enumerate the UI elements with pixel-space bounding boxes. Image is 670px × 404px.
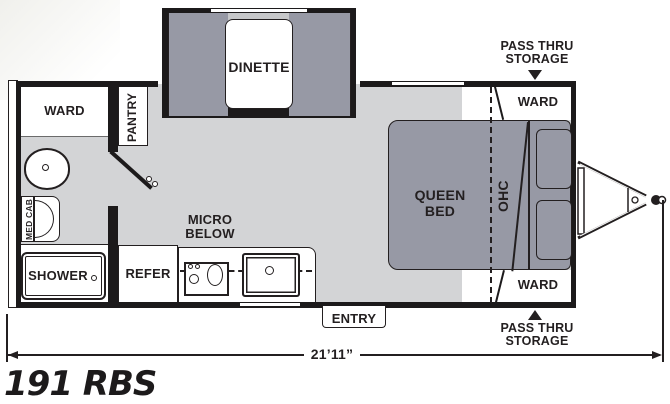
ohc-label: OHC [495,180,511,212]
pass-thru-top-callout: PASS THRU STORAGE [487,40,587,66]
bath-wall-lower [108,206,118,306]
wall-top-left [16,81,158,87]
micro-label-line1: MICRO [187,212,233,227]
front-ward-bottom-label: WARD [517,277,559,292]
pantry [118,87,148,146]
rear-ward-label: WARD [44,103,85,118]
pass-thru-top-line1: PASS THRU [500,39,574,53]
queen-label-line1: QUEEN [414,187,466,203]
shower-label: SHOWER [28,268,88,283]
dim-tick-right [662,200,664,362]
wall-front [571,81,576,308]
wall-left [16,81,21,308]
rear-wardrobe [21,87,108,137]
queen-bed-label: QUEEN BED [405,187,475,219]
front-ward-top [462,87,571,120]
dinette-bench-right [289,13,351,116]
refer-label: REFER [125,266,171,281]
med-cab-label: MED CAB [24,198,34,240]
dinette-bench-left [168,13,228,116]
ohc-line [490,87,492,303]
dim-tick-left [6,314,8,362]
refrigerator [118,245,178,302]
micro-label-line2: BELOW [185,226,235,241]
pantry-label: PANTRY [125,92,139,142]
burner-icon [189,274,199,284]
window-top [392,82,464,85]
entry-step[interactable] [322,306,386,328]
medicine-cabinet [21,196,34,242]
window-bottom [240,303,300,306]
shower-drain [91,275,97,281]
pass-thru-bottom-line2: STORAGE [505,334,569,348]
dim-line-left [8,354,304,356]
pillow [536,129,572,189]
pass-thru-bottom-line1: PASS THRU [500,321,574,335]
kitchen-sink[interactable] [242,253,300,297]
sink-drain-icon [265,266,274,275]
dinette-table [225,19,293,109]
toilet-drain [42,164,49,171]
bath-wall-upper [108,84,118,152]
dim-line-right [360,354,660,356]
queen-label-line2: BED [424,203,456,219]
slideout-window [211,9,307,12]
pillow [536,200,572,260]
dim-arrow-left-icon [8,351,18,359]
front-ward-top-label: WARD [517,94,559,109]
overall-length-label: 21’11” [310,346,354,362]
pass-thru-top-line2: STORAGE [505,52,569,66]
pass-thru-bottom-arrow-icon [528,310,542,320]
door-handle [146,176,152,182]
pass-thru-bottom-callout: PASS THRU STORAGE [487,322,587,348]
wall-top-right [360,81,576,87]
model-name: 191 RBS [4,364,157,404]
burner-icon [207,264,223,286]
dinette-label: DINETTE [228,59,290,75]
entry-label: ENTRY [331,311,377,326]
dim-arrow-right-icon [652,351,662,359]
micro-below-label: MICRO BELOW [178,213,242,241]
tongue-hitch-icon [577,160,667,240]
pass-thru-top-arrow-icon [528,70,542,80]
burner-icon [188,264,193,269]
door-handle [152,181,158,187]
burner-icon [195,264,200,269]
dinette-wall-strip [228,13,289,21]
front-ward-bottom [462,270,571,302]
headboard-line [528,121,530,269]
